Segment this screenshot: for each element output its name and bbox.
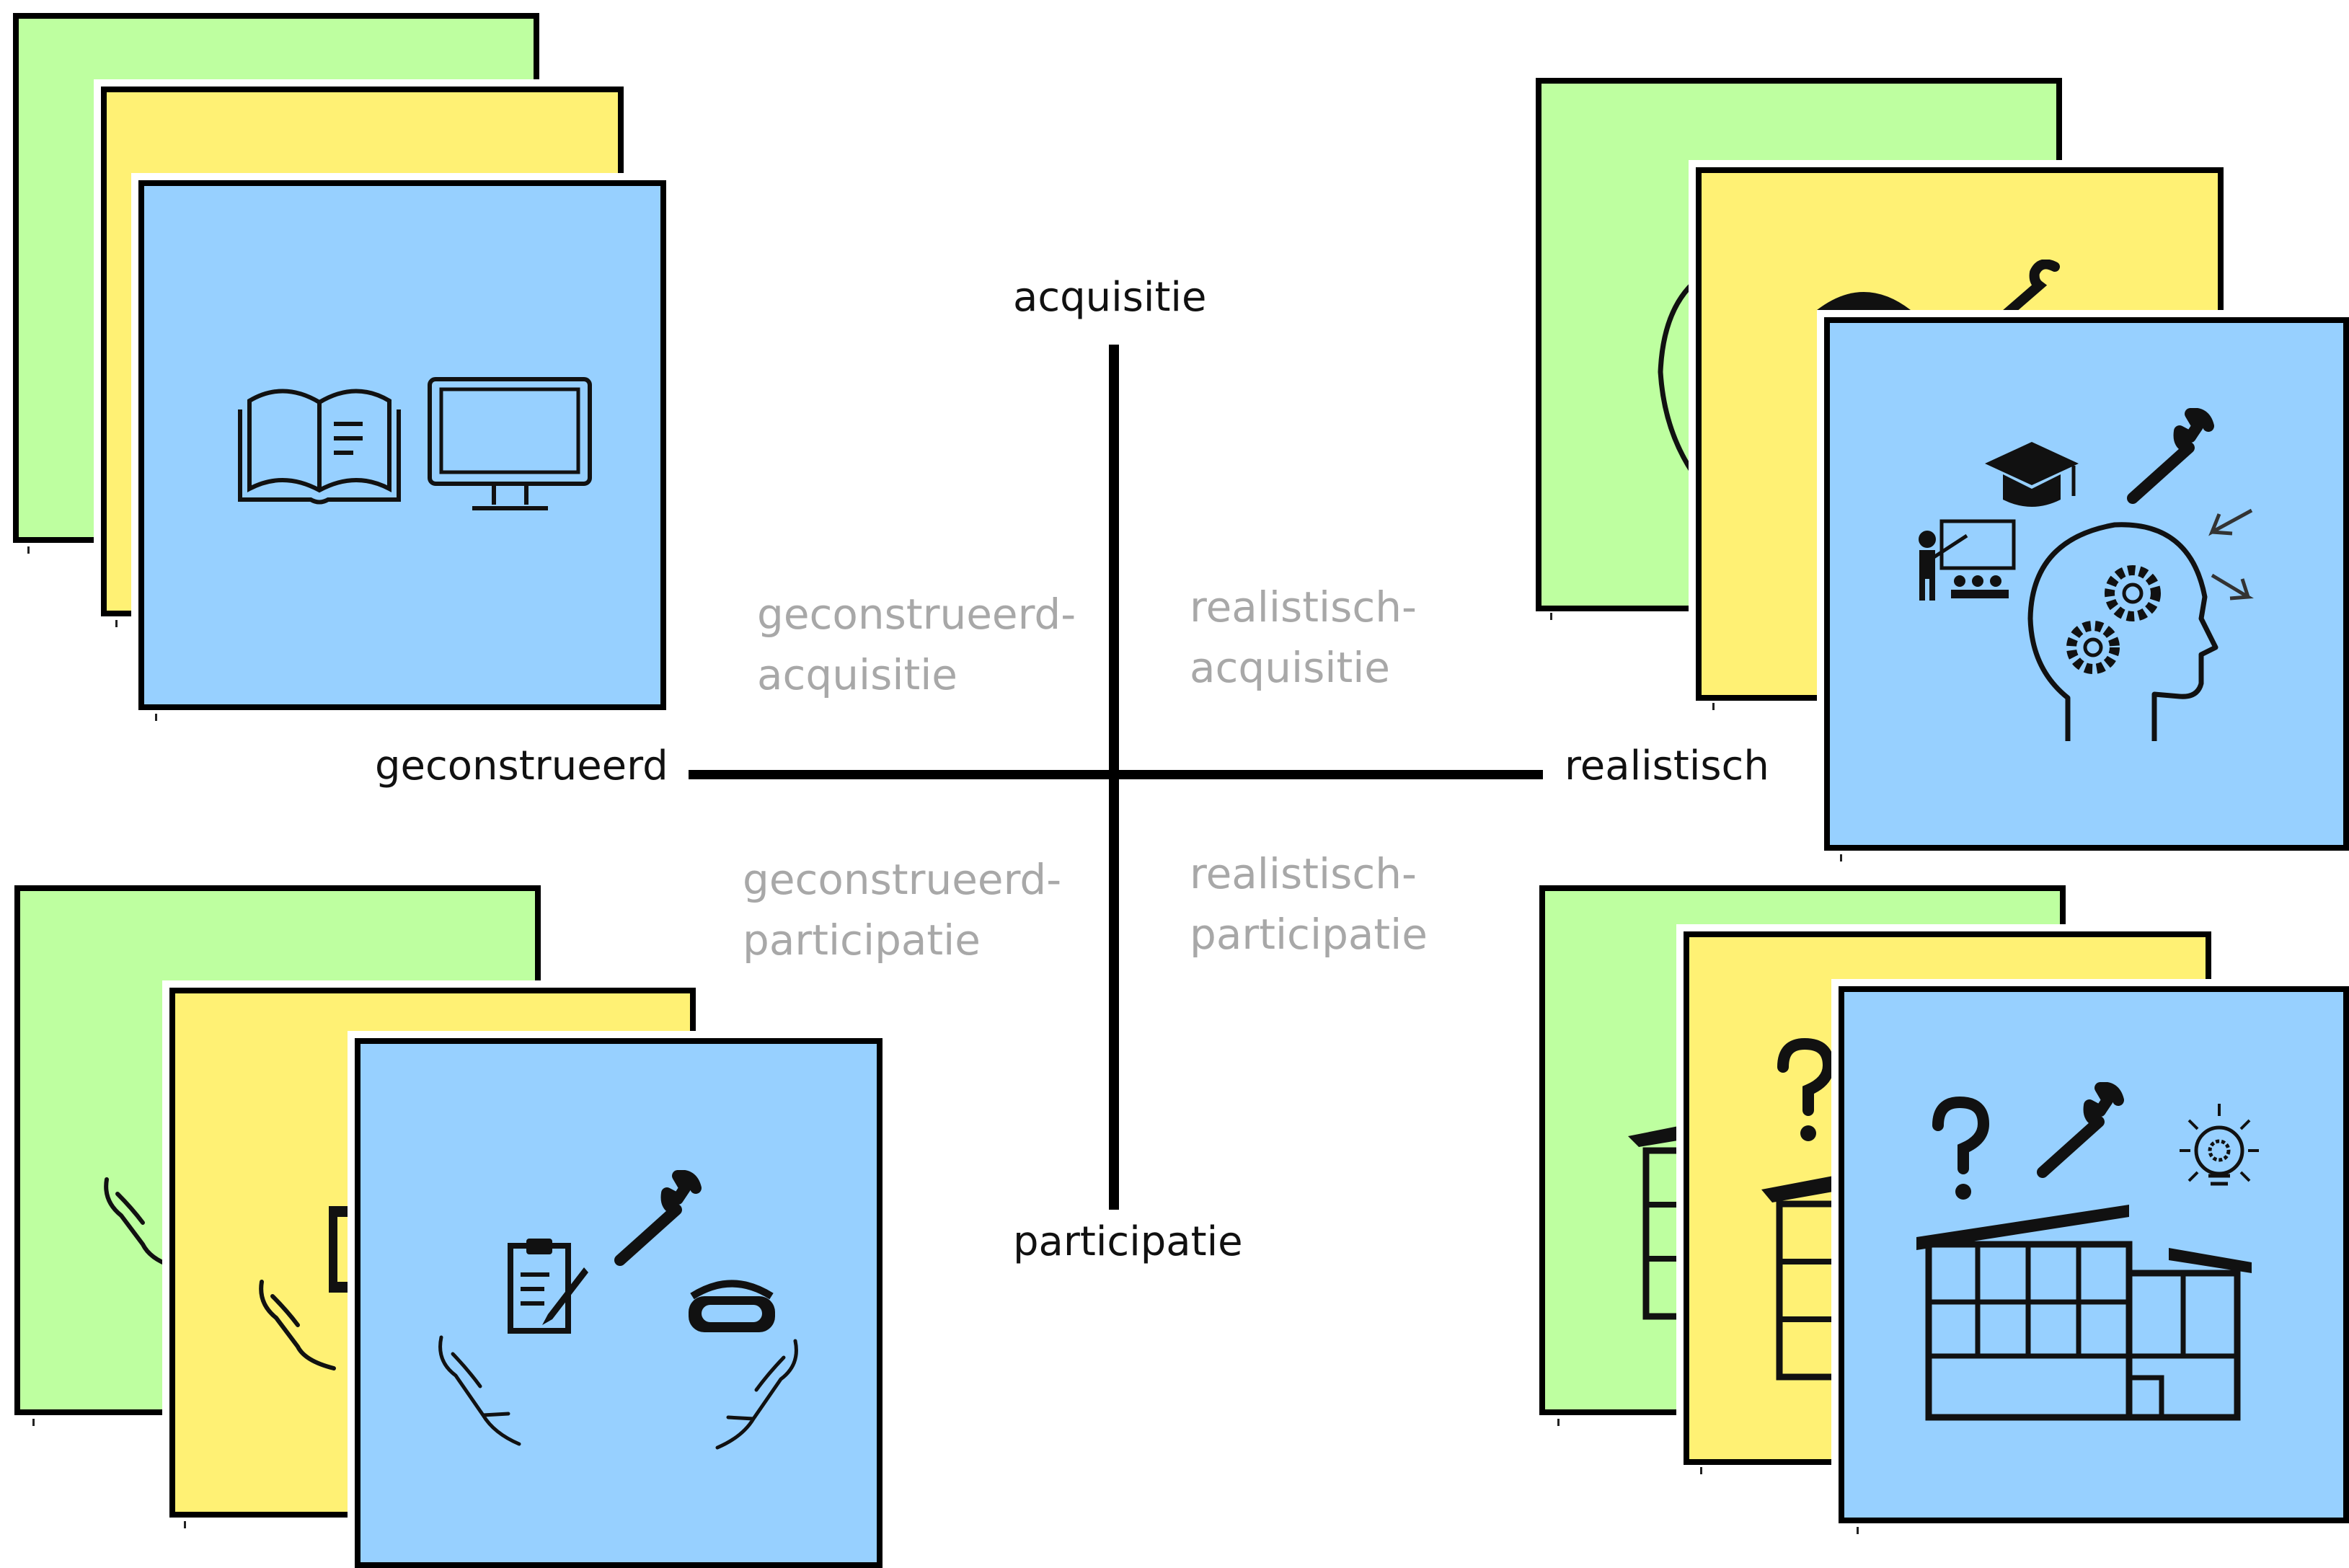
wrench-icon: [2028, 1081, 2129, 1186]
tick-mark: [1857, 1527, 1859, 1534]
tick-mark: [1712, 703, 1715, 710]
tick-mark: [184, 1521, 186, 1528]
tick-mark: [27, 546, 30, 554]
card-top-left-blue: [138, 180, 666, 710]
axis-label-acquisitie: acquisitie: [1013, 274, 1207, 321]
tick-mark: [115, 620, 118, 627]
open-book-icon: [236, 381, 402, 510]
open-hands-icon-right: [696, 1332, 804, 1458]
tick-mark: [1700, 1467, 1702, 1474]
wrench-icon: [2118, 407, 2219, 512]
card-bottom-left-blue: [355, 1038, 882, 1568]
lightbulb-gear-icon: [2169, 1100, 2270, 1211]
axis-label-realistisch: realistisch: [1565, 743, 1769, 789]
tick-mark: [1557, 1419, 1560, 1426]
axis-label-participatie: participatie: [1013, 1218, 1243, 1265]
graduation-cap-icon: [1981, 431, 2082, 513]
quadrant-label-realistisch-acquisitie: realistisch- acquisitie: [1190, 583, 1417, 692]
factory-building-icon: [1758, 1161, 1844, 1394]
open-hand-icon: [255, 1275, 370, 1400]
arrows-icon: [2198, 489, 2262, 621]
card-top-right-blue: [1824, 317, 2349, 851]
wrench-icon: [606, 1169, 707, 1274]
quadrant-label-geconstrueerd-acquisitie: geconstrueerd- acquisitie: [757, 590, 1076, 699]
tick-mark: [155, 714, 157, 721]
card-bottom-right-blue: [1839, 986, 2349, 1523]
quadrant-label-realistisch-participatie: realistisch- participatie: [1190, 849, 1428, 959]
question-mark-icon: [1927, 1096, 1992, 1208]
computer-monitor-icon: [425, 375, 595, 522]
quadrant-label-geconstrueerd-participatie: geconstrueerd- participatie: [743, 855, 1062, 965]
tick-mark: [1550, 613, 1552, 620]
wrench-icon: [1983, 259, 2069, 335]
tick-mark: [32, 1419, 35, 1426]
tick-mark: [1840, 854, 1842, 861]
open-hands-icon: [433, 1329, 541, 1454]
vr-headset-icon: [681, 1271, 782, 1342]
factory-building-icon: [1913, 1194, 2259, 1427]
graduation-cap-icon: [1810, 281, 1918, 327]
factory-building-icon: [1624, 1107, 1696, 1326]
horizontal-axis: [689, 770, 1543, 779]
head-outline-icon: [1642, 257, 1729, 533]
open-hand-icon: [99, 1172, 208, 1298]
teacher-presentation-icon: [1909, 518, 2017, 607]
clipboard-icon: [505, 1235, 591, 1339]
head-with-gears-icon: [2025, 510, 2219, 751]
question-mark-icon: [1772, 1037, 1837, 1149]
axis-label-geconstrueerd: geconstrueerd: [375, 743, 668, 789]
